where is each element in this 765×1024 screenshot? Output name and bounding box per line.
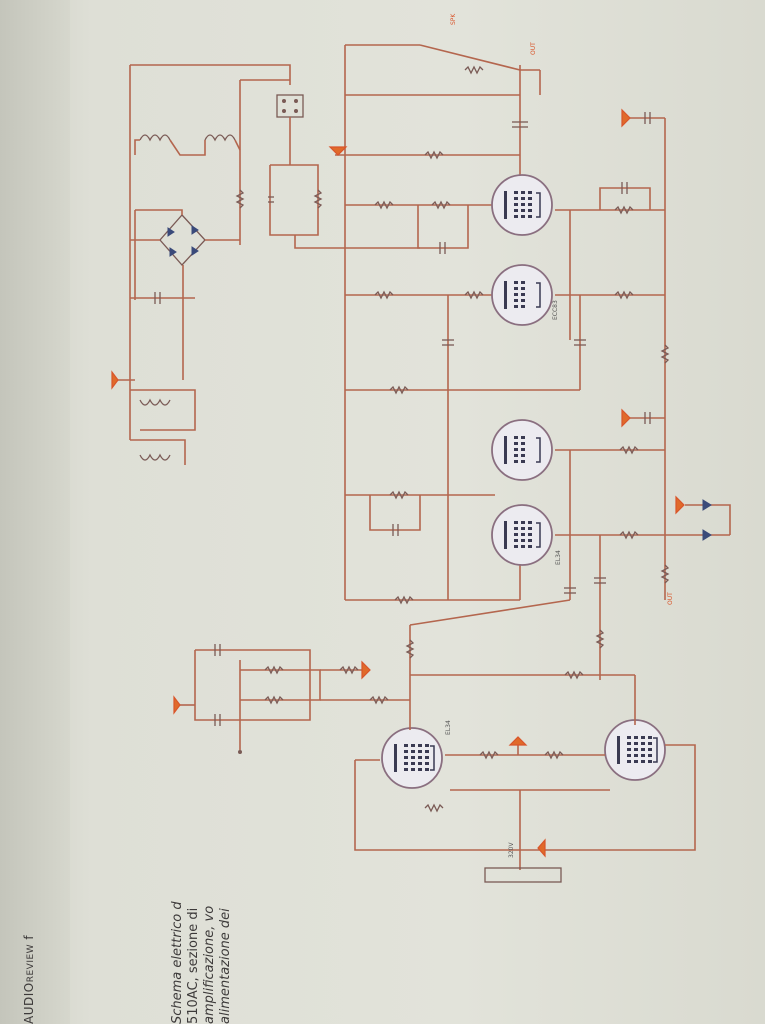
caption-line: alimentazione dei xyxy=(218,908,233,1024)
vacuum-tube xyxy=(491,504,553,566)
input-stage: 320V xyxy=(173,599,696,883)
footer-suffix: f xyxy=(22,934,36,944)
output-stage-rails: OUT SPK xyxy=(328,13,731,680)
ground-symbol xyxy=(537,838,546,858)
ground-symbol xyxy=(621,108,631,128)
diode xyxy=(702,529,712,541)
ground-symbol xyxy=(508,736,528,746)
transformer-winding xyxy=(139,134,171,142)
svg-text:OUT: OUT xyxy=(667,592,674,605)
ground-symbol xyxy=(621,408,631,428)
power-supply-section xyxy=(111,64,291,465)
caption-line: Schema elettrico d xyxy=(170,901,185,1024)
figure-caption: Schema elettrico d 510AC, sezione di amp… xyxy=(170,824,234,1024)
ground-symbol xyxy=(361,660,371,680)
ground-symbol xyxy=(328,146,348,156)
vacuum-tube xyxy=(381,727,443,789)
tube-label: EL34 xyxy=(445,720,452,735)
vacuum-tube xyxy=(491,174,553,236)
transformer-winding xyxy=(204,134,236,142)
caption-line: amplificazione, vo xyxy=(202,905,217,1024)
vacuum-tube xyxy=(491,264,553,326)
ground-symbol xyxy=(111,370,119,390)
magazine-footer: AUDIOREVIEW f xyxy=(22,935,36,1024)
footer-brand-sub: REVIEW xyxy=(26,943,36,983)
ground-symbol xyxy=(675,495,685,515)
tube-label: ECC83 xyxy=(552,300,559,320)
supply-terminal xyxy=(484,867,562,883)
supply-label: 320V xyxy=(508,842,515,858)
svg-text:OUT: OUT xyxy=(530,42,537,55)
page-gutter xyxy=(0,0,70,1024)
svg-text:SPK: SPK xyxy=(450,13,457,25)
vacuum-tubes xyxy=(381,174,666,789)
vacuum-tube xyxy=(604,719,666,781)
selector-switch xyxy=(276,94,304,118)
ground-symbol xyxy=(173,695,181,715)
tube-label: EL34 xyxy=(555,550,562,565)
bridge-rectifier xyxy=(159,214,206,266)
footer-brand: AUDIO xyxy=(22,982,36,1024)
diode xyxy=(702,499,712,511)
selector-network xyxy=(268,94,420,249)
caption-line: 510AC, sezione di xyxy=(186,907,201,1024)
vacuum-tube xyxy=(491,419,553,481)
